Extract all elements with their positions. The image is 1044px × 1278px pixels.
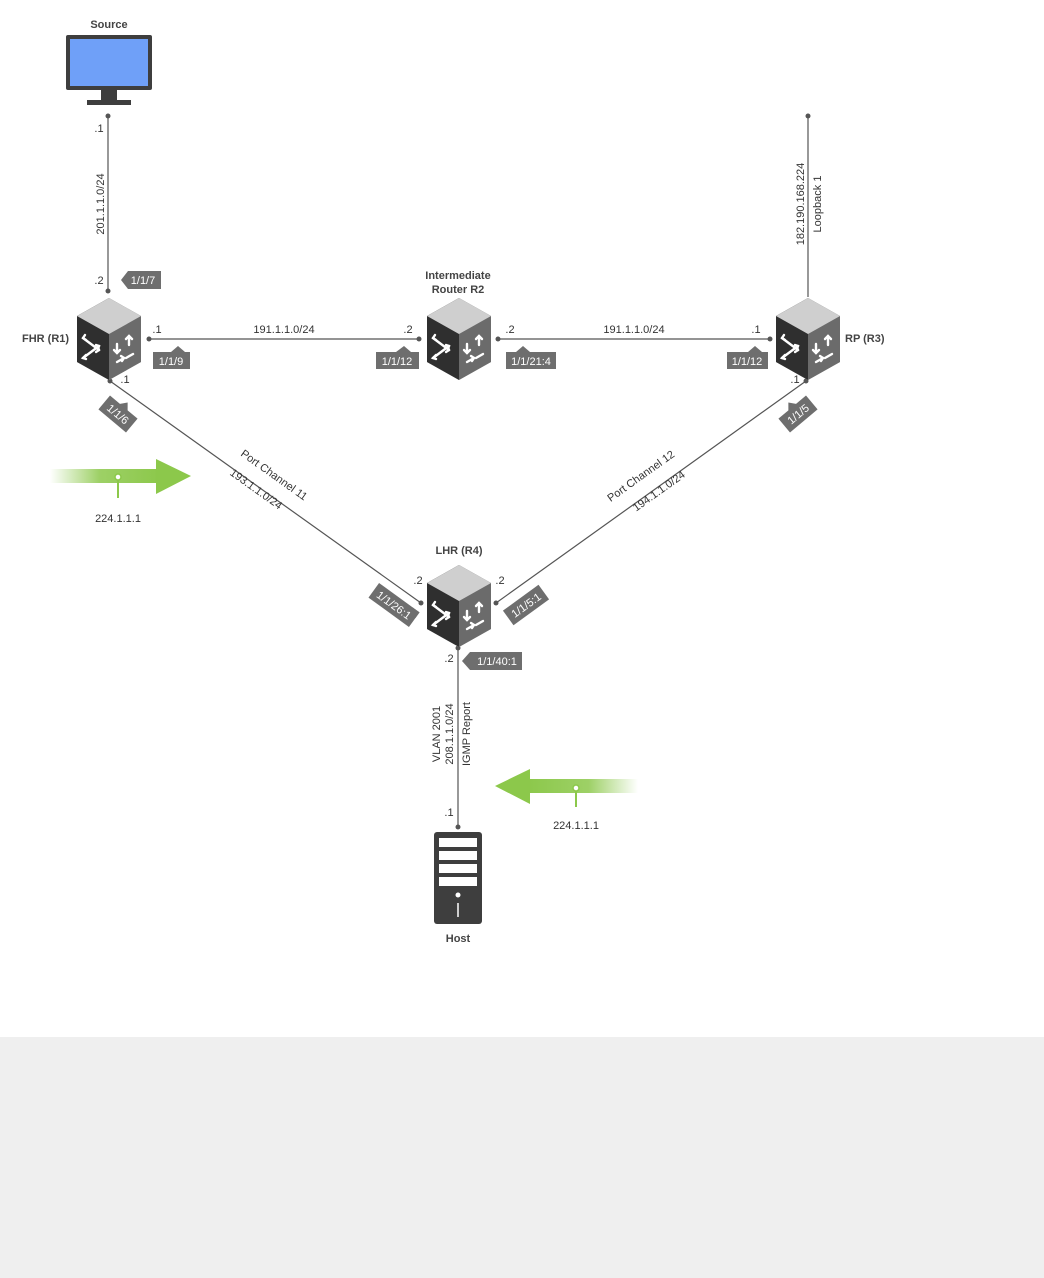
port-tag-rp-r2: 1/1/12 bbox=[727, 346, 768, 369]
lhr-label: LHR (R4) bbox=[435, 545, 482, 557]
vlan-name: VLAN 2001 bbox=[431, 706, 443, 762]
source-label: Source bbox=[90, 19, 127, 31]
port-tag-lhr-rp: 1/1/5:1 bbox=[502, 584, 550, 626]
fhr-r2-fhr-end: .1 bbox=[152, 324, 161, 336]
fhr-source-end-address: .2 bbox=[94, 275, 103, 287]
host-label: Host bbox=[446, 933, 471, 945]
vlan-host-end: .1 bbox=[444, 807, 453, 819]
port-tag-fhr-r2: 1/1/9 bbox=[153, 346, 190, 369]
port-label: 1/1/21:4 bbox=[511, 356, 551, 368]
multicast-source-group: 224.1.1.1 bbox=[95, 513, 141, 525]
vlan-network: 208.1.1.0/24 bbox=[444, 703, 456, 764]
multicast-flow-arrow-icon bbox=[50, 459, 191, 498]
port-tag-lhr-host: 1/1/40:1 bbox=[462, 652, 522, 670]
server-icon bbox=[434, 832, 482, 924]
source-end-address: .1 bbox=[94, 123, 103, 135]
router-icon bbox=[77, 298, 141, 380]
multicast-host-group: 224.1.1.1 bbox=[553, 820, 599, 832]
port-label: 1/1/7 bbox=[131, 275, 155, 287]
r2-rp-r2-end: .2 bbox=[505, 324, 514, 336]
pc12-lhr-end: .2 bbox=[495, 575, 504, 587]
fhr-r2-network: 191.1.1.0/24 bbox=[253, 324, 314, 336]
pc11-lhr-end: .2 bbox=[413, 575, 422, 587]
port-tag-lhr-fhr: 1/1/26:1 bbox=[368, 583, 420, 627]
rp-loopback-address: 182.190.168.224 bbox=[795, 163, 807, 246]
source-fhr-network: 201.1.1.0/24 bbox=[95, 173, 107, 234]
port-tag-r2-fhr: 1/1/12 bbox=[376, 346, 419, 369]
rp-loopback-name: Loopback 1 bbox=[812, 176, 824, 233]
port-label: 1/1/12 bbox=[382, 356, 413, 368]
footer-band bbox=[0, 1037, 1044, 1278]
link-port-channel-12 bbox=[495, 380, 807, 604]
port-tag-fhr-source: 1/1/7 bbox=[121, 271, 161, 289]
network-diagram: Source FHR (R1) Intermediate Router R2 R… bbox=[22, 19, 885, 945]
fhr-r2-r2-end: .2 bbox=[403, 324, 412, 336]
port-tag-r2-rp: 1/1/21:4 bbox=[506, 346, 556, 369]
r2-rp-network: 191.1.1.0/24 bbox=[603, 324, 664, 336]
router-icon bbox=[427, 565, 491, 647]
vlan-note: IGMP Report bbox=[461, 702, 473, 766]
monitor-icon bbox=[66, 35, 152, 105]
port-label: 1/1/40:1 bbox=[477, 656, 517, 668]
rp-label: RP (R3) bbox=[845, 333, 885, 345]
r2-label-line2: Router R2 bbox=[432, 284, 485, 296]
pc11-fhr-end: .1 bbox=[120, 374, 129, 386]
router-icon bbox=[427, 298, 491, 380]
r2-label-line1: Intermediate bbox=[425, 270, 490, 282]
fhr-label: FHR (R1) bbox=[22, 333, 69, 345]
port-label: 1/1/9 bbox=[159, 356, 183, 368]
router-icon bbox=[776, 298, 840, 380]
port-tag-fhr-lhr: 1/1/6 bbox=[98, 395, 138, 433]
port-label: 1/1/12 bbox=[732, 356, 763, 368]
r2-rp-rp-end: .1 bbox=[751, 324, 760, 336]
link-port-channel-11 bbox=[109, 380, 422, 604]
pc12-rp-end: .1 bbox=[790, 374, 799, 386]
port-tag-rp-lhr: 1/1/5 bbox=[778, 395, 818, 433]
multicast-flow-arrow-icon bbox=[495, 769, 638, 807]
vlan-lhr-end: .2 bbox=[444, 653, 453, 665]
